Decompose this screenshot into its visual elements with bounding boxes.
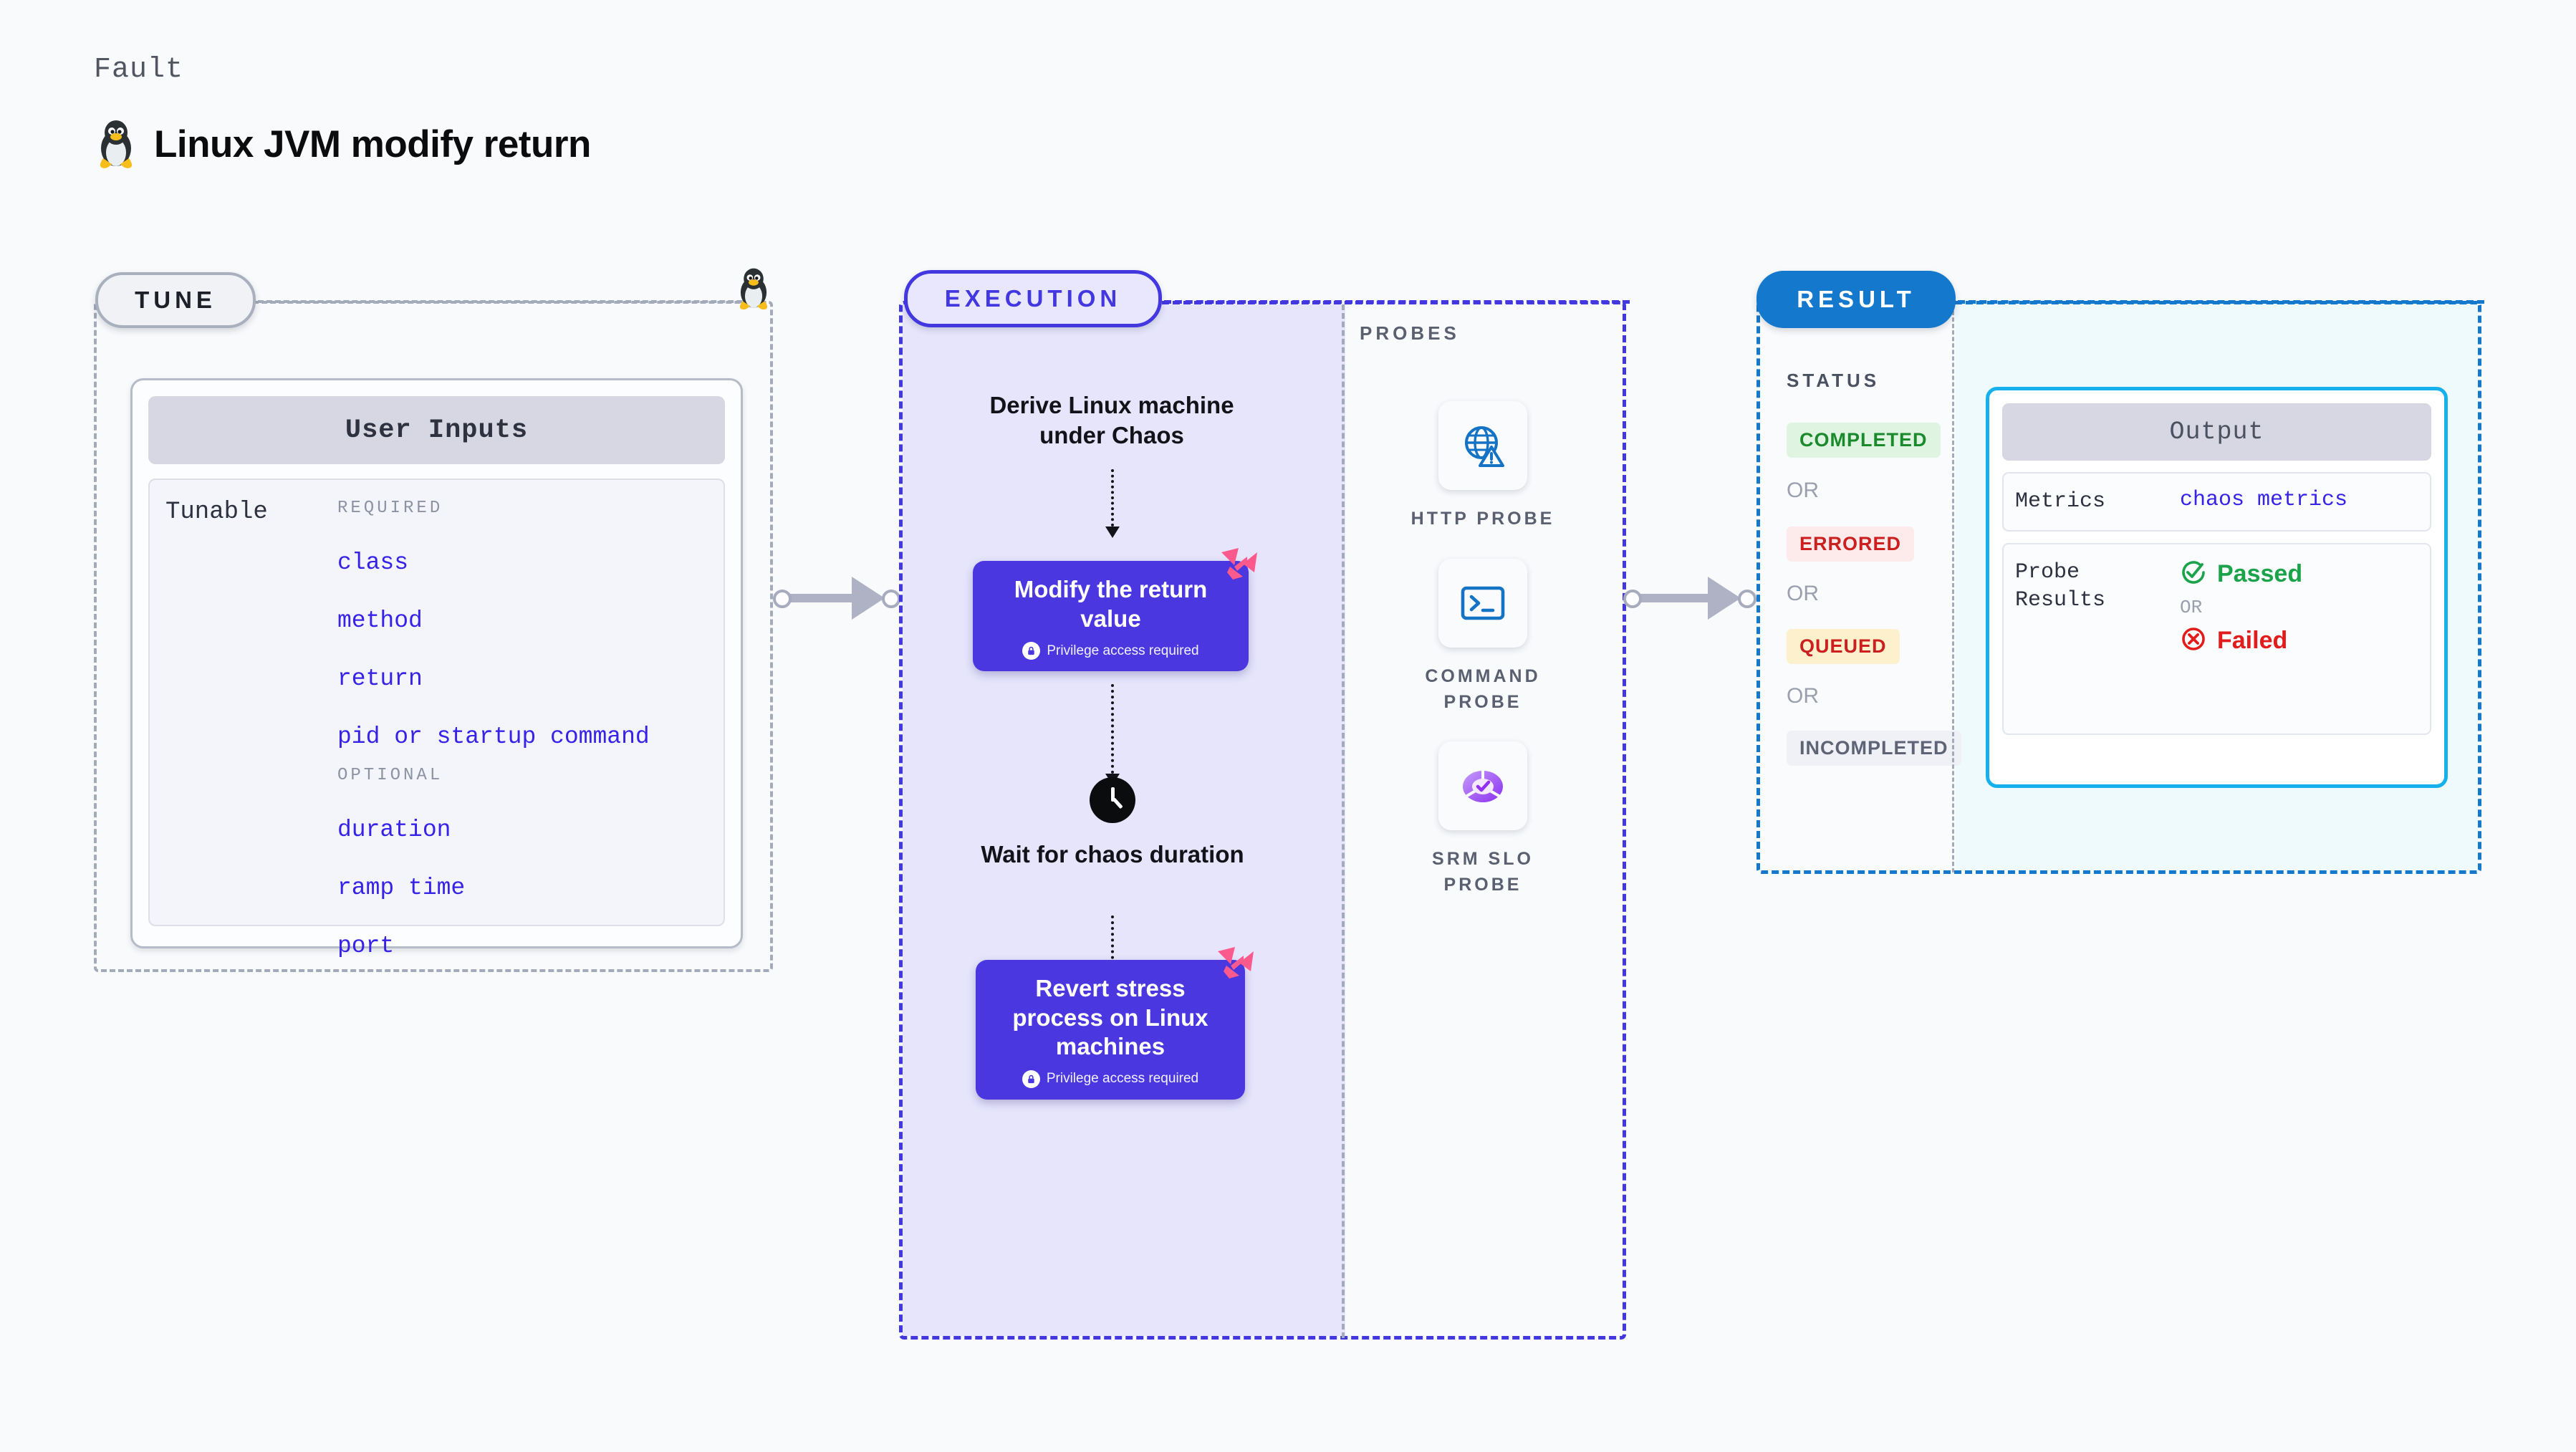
probes-section-divider — [1342, 304, 1345, 1338]
status-badge-queued: QUEUED — [1787, 629, 1900, 664]
flow-arrow-line — [1111, 915, 1114, 976]
chaos-block-modify-return[interactable]: Modify the return value Privilege access… — [973, 548, 1257, 672]
probe-label: SRM SLO PROBE — [1432, 849, 1534, 895]
status-badge-errored: ERRORED — [1787, 527, 1915, 562]
tunable-item[interactable]: class — [337, 549, 409, 576]
lock-icon — [1022, 642, 1041, 660]
connector-tune-to-execution — [773, 577, 902, 620]
fault-title-row: Linux JVM modify return — [94, 118, 591, 170]
tunable-list: REQUIRED class method return pid or star… — [337, 499, 713, 959]
check-circle-icon — [2180, 559, 2207, 590]
required-group-label: REQUIRED — [337, 499, 443, 518]
probe-http[interactable]: HTTP PROBE — [1400, 401, 1565, 532]
globe-warning-icon — [1438, 401, 1527, 490]
probe-results-values: Passed OR Failed — [2180, 559, 2302, 719]
tunable-item[interactable]: method — [337, 607, 423, 634]
result-stage-badge[interactable]: RESULT — [1756, 271, 1956, 328]
output-card-title: Output — [2002, 403, 2431, 461]
status-or-3: OR — [1787, 684, 1819, 708]
tune-stage-panel: User Inputs Tunable REQUIRED class metho… — [94, 301, 773, 972]
linux-penguin-icon — [94, 118, 138, 170]
tunable-item[interactable]: duration — [337, 817, 451, 843]
execution-connector-dashline — [1164, 300, 1630, 304]
harness-logo-icon — [1215, 944, 1256, 985]
x-circle-icon — [2180, 625, 2207, 656]
chaos-block-title: Modify the return value — [1014, 576, 1208, 632]
terminal-icon — [1438, 559, 1527, 648]
flow-arrow-line — [1111, 684, 1114, 774]
tunable-item[interactable]: ramp time — [337, 875, 466, 901]
clock-icon — [1090, 777, 1135, 823]
status-or-1: OR — [1787, 479, 1819, 502]
tunable-item[interactable]: port — [337, 933, 395, 959]
user-inputs-body: Tunable REQUIRED class method return pid… — [148, 479, 725, 959]
fault-eyebrow-label: Fault — [94, 54, 184, 86]
status-badge-incompleted: INCOMPLETED — [1787, 731, 1961, 766]
result-section-divider — [1952, 304, 1954, 872]
execution-step-derive-machine: Derive Linux machine under Chaos — [989, 392, 1234, 448]
status-or-2: OR — [1787, 582, 1819, 605]
flow-arrow-line — [1111, 469, 1114, 527]
privilege-note: Privilege access required — [994, 1069, 1226, 1088]
tunable-item[interactable]: return — [337, 665, 423, 692]
chaos-block-revert-stress[interactable]: Revert stress process on Linux machines … — [976, 947, 1254, 1100]
privilege-note-text: Privilege access required — [1046, 1071, 1199, 1087]
output-row-probe-results: Probe Results Passed OR — [2002, 543, 2431, 735]
optional-group-label: OPTIONAL — [337, 766, 443, 785]
connector-execution-to-result — [1623, 577, 1759, 620]
probe-srm-slo[interactable]: SRM SLO PROBE — [1400, 741, 1565, 898]
user-inputs-title: User Inputs — [148, 396, 725, 464]
result-connector-dashline — [1958, 300, 2484, 304]
privilege-note: Privilege access required — [991, 642, 1230, 660]
metrics-value-link[interactable]: chaos metrics — [2180, 488, 2348, 512]
output-card: Output Metrics chaos metrics Probe Resul… — [1986, 387, 2448, 788]
tune-connector-dashline — [258, 300, 759, 303]
flow-arrow-head — [1105, 527, 1120, 538]
probe-command[interactable]: COMMAND PROBE — [1400, 559, 1565, 716]
tune-stage-badge[interactable]: TUNE — [95, 272, 256, 328]
probe-result-failed: Failed — [2180, 625, 2302, 656]
page-title: Linux JVM modify return — [154, 122, 591, 165]
slo-donut-check-icon — [1438, 741, 1527, 830]
tunable-item[interactable]: pid or startup command — [337, 723, 650, 750]
probe-label: HTTP PROBE — [1410, 509, 1555, 529]
metrics-key-label: Metrics — [2015, 489, 2106, 514]
harness-logo-icon — [1219, 545, 1260, 586]
execution-step-wait-duration: Wait for chaos duration — [981, 841, 1244, 867]
lock-icon — [1022, 1069, 1040, 1088]
probe-result-or: OR — [2180, 597, 2203, 618]
passed-label: Passed — [2217, 560, 2303, 587]
probes-section-label: PROBES — [1360, 322, 1460, 344]
failed-label: Failed — [2217, 627, 2288, 654]
linux-penguin-marker-icon — [734, 266, 774, 314]
probe-result-passed: Passed — [2180, 559, 2302, 590]
chaos-block-title: Revert stress process on Linux machines — [1012, 975, 1208, 1060]
probe-label: COMMAND PROBE — [1425, 666, 1541, 713]
probe-results-key-label: Probe Results — [2015, 560, 2106, 612]
status-badge-completed: COMPLETED — [1787, 423, 1941, 458]
user-inputs-card: User Inputs Tunable REQUIRED class metho… — [130, 378, 743, 959]
output-row-metrics: Metrics chaos metrics — [2002, 472, 2431, 532]
status-section-label: STATUS — [1787, 370, 1880, 391]
execution-stage-badge[interactable]: EXECUTION — [904, 270, 1162, 327]
tunable-row-label: Tunable — [165, 499, 268, 526]
privilege-note-text: Privilege access required — [1047, 643, 1199, 658]
